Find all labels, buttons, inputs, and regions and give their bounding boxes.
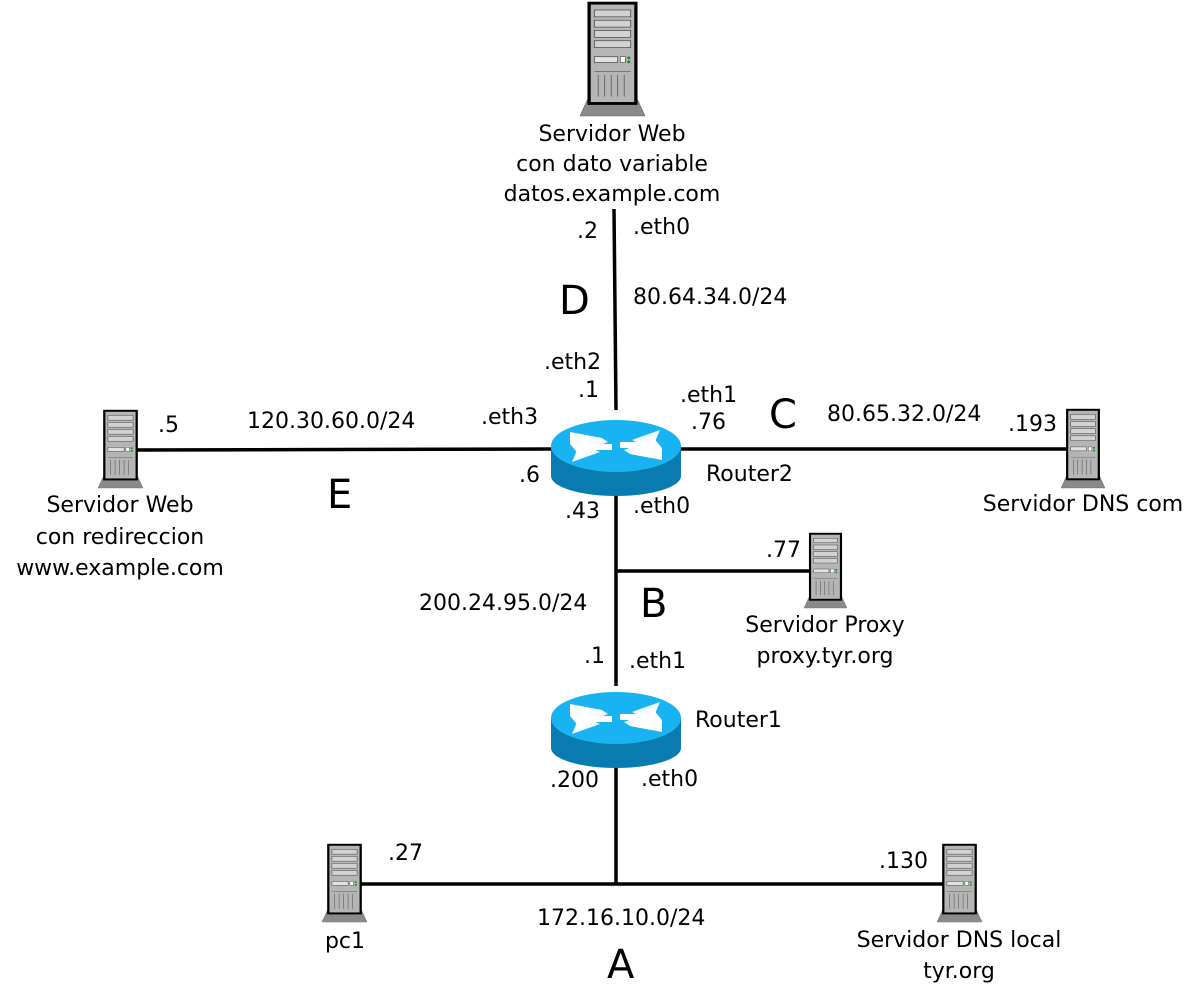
web-top-name: Servidor Web — [538, 122, 685, 147]
server-icon — [802, 532, 849, 610]
router-icon — [551, 420, 681, 496]
network-E-subnet: 120.30.60.0/24 — [247, 409, 415, 434]
pc1-host-address: .27 — [388, 841, 423, 866]
web-top-interface: .eth0 — [633, 215, 690, 240]
web-top-subtitle: con dato variable — [516, 152, 708, 177]
router1-eth0-host: .200 — [550, 768, 599, 793]
web-top-host-address: .2 — [577, 219, 598, 244]
server-icon — [578, 1, 647, 118]
router2-eth1-host: .76 — [691, 410, 726, 435]
router1-eth1-interface: .eth1 — [629, 649, 686, 674]
web-left-domain: www.example.com — [16, 556, 224, 581]
router2-eth3-host: .6 — [519, 463, 540, 488]
network-B-letter: B — [640, 581, 667, 627]
server-icon — [320, 843, 369, 924]
router1-label: Router1 — [695, 708, 782, 733]
router2-label: Router2 — [706, 462, 793, 487]
router2-eth0-host: .43 — [565, 499, 600, 524]
web-left-host-address: .5 — [158, 413, 179, 438]
network-B-subnet: 200.24.95.0/24 — [419, 591, 587, 616]
server-icon — [935, 843, 984, 924]
router2-eth2-interface: .eth2 — [544, 350, 601, 375]
dns-local-host-address: .130 — [879, 849, 928, 874]
router2-eth2-host: .1 — [578, 378, 599, 403]
network-D-letter: D — [559, 278, 590, 324]
router1-eth0-interface: .eth0 — [641, 767, 698, 792]
dns-com-name: Servidor DNS com — [983, 492, 1183, 517]
network-D-subnet: 80.64.34.0/24 — [633, 285, 787, 310]
network-E-letter: E — [327, 472, 352, 518]
network-A-subnet: 172.16.10.0/24 — [537, 906, 705, 931]
proxy-domain: proxy.tyr.org — [757, 644, 894, 669]
web-left-subtitle: con redireccion — [36, 525, 204, 550]
proxy-host-address: .77 — [766, 538, 801, 563]
dns-com-host-address: .193 — [1008, 412, 1057, 437]
network-A-letter: A — [607, 942, 635, 988]
web-left-name: Servidor Web — [46, 493, 193, 518]
dns-local-domain: tyr.org — [923, 959, 995, 984]
link-network-E — [133, 447, 553, 452]
dns-local-name: Servidor DNS local — [857, 928, 1062, 953]
router2-eth0-interface: .eth0 — [633, 494, 690, 519]
proxy-name: Servidor Proxy — [745, 613, 904, 638]
pc1-name: pc1 — [325, 929, 365, 954]
network-C-letter: C — [769, 392, 797, 438]
router2-eth1-interface: .eth1 — [680, 383, 737, 408]
network-C-subnet: 80.65.32.0/24 — [827, 402, 981, 427]
web-top-domain: datos.example.com — [504, 182, 721, 207]
router1-eth1-host: .1 — [584, 644, 605, 669]
router2-eth3-interface: .eth3 — [481, 405, 538, 430]
link-network-D — [612, 208, 618, 411]
server-icon — [1059, 408, 1107, 490]
server-icon — [96, 409, 145, 490]
router-icon — [551, 692, 681, 768]
